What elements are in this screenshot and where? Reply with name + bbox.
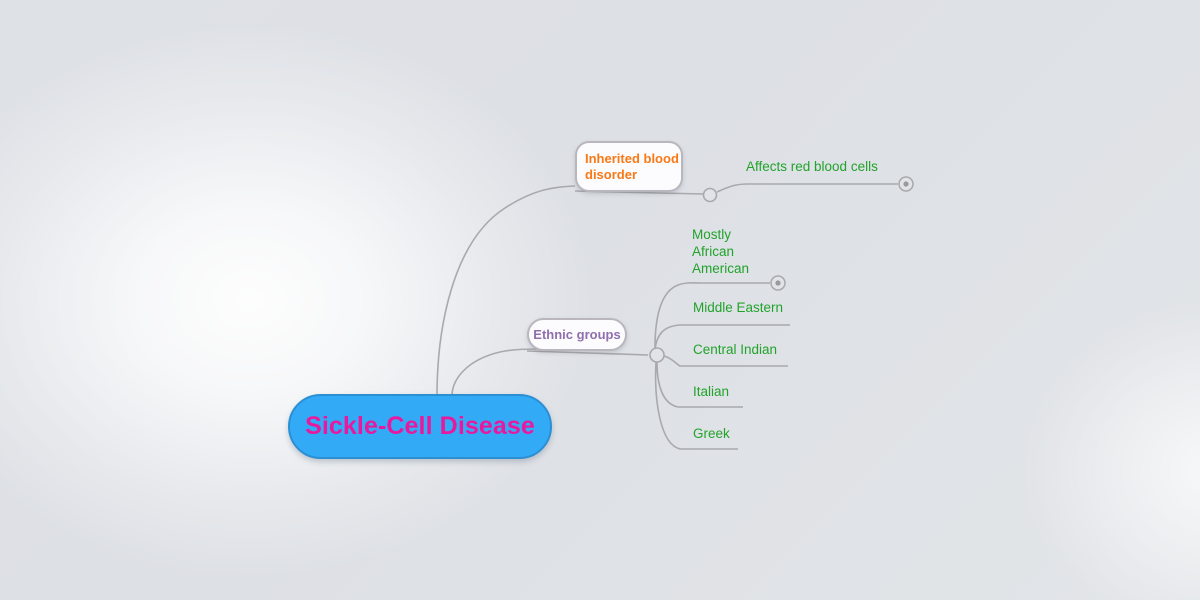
endpoint-mostly-african-american[interactable] bbox=[770, 275, 786, 291]
root-node-label: Sickle-Cell Disease bbox=[305, 412, 535, 440]
connector-affects-red-blood-cells bbox=[716, 183, 898, 193]
root-node-sickle-cell-disease[interactable]: Sickle-Cell Disease bbox=[288, 394, 552, 459]
leaf-label-central-indian[interactable]: Central Indian bbox=[693, 342, 778, 357]
connector-root-to-inherited bbox=[436, 185, 576, 397]
connector-root-to-ethnic bbox=[451, 348, 546, 397]
junction-node-inherited[interactable] bbox=[702, 187, 718, 203]
junction-node-ethnic[interactable] bbox=[649, 347, 665, 363]
branch-node-label-inherited-blood-disorder: Inherited blood disorder bbox=[585, 150, 679, 182]
leaf-label-mostly-african-american[interactable]: Mostly African American bbox=[692, 227, 750, 276]
branch-node-inherited-blood-disorder[interactable]: Inherited blood disorder bbox=[575, 141, 683, 192]
leaf-label-italian[interactable]: Italian bbox=[693, 384, 730, 399]
connector-ethnic-underline bbox=[526, 350, 649, 356]
branch-node-label-ethnic-groups: Ethnic groups bbox=[533, 327, 621, 342]
leaf-label-affects-red-blood-cells[interactable]: Affects red blood cells bbox=[746, 159, 878, 174]
branch-node-ethnic-groups[interactable]: Ethnic groups bbox=[527, 318, 627, 351]
endpoint-affects-red-blood-cells[interactable] bbox=[898, 176, 914, 192]
endpoint-dot-mostly-african-american bbox=[775, 280, 781, 286]
endpoint-dot-affects-red-blood-cells bbox=[903, 181, 909, 187]
leaf-label-middle-eastern[interactable]: Middle Eastern bbox=[693, 300, 784, 315]
leaf-label-greek[interactable]: Greek bbox=[693, 426, 730, 441]
